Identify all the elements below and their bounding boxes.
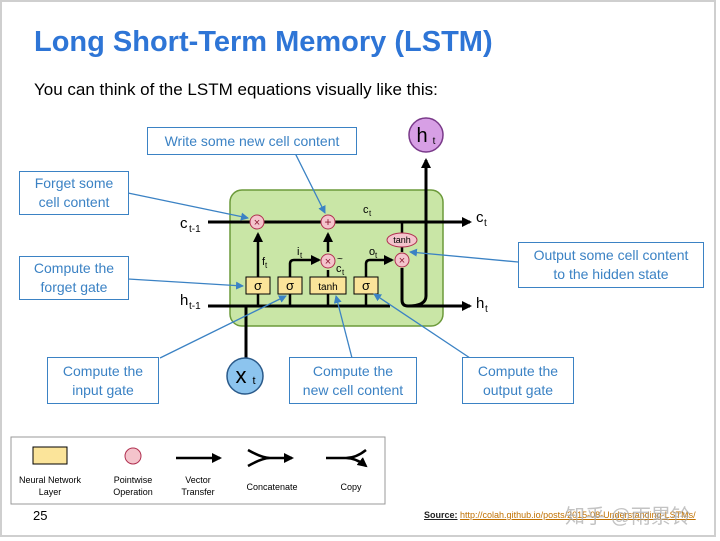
pointer-output-gate: [373, 293, 471, 359]
c-out-sub: t: [484, 218, 487, 229]
legend-copy-label: Copy: [340, 482, 362, 492]
callout-forget-cell: Forget some cell content: [19, 171, 129, 215]
h-prev-label: h: [180, 292, 188, 309]
forget-gate-sigma: σ: [254, 278, 262, 293]
callout-forget-gate: Compute the forget gate: [19, 256, 129, 300]
callout-forget-gate-line2: forget gate: [40, 279, 108, 295]
input-multiply-symbol: ×: [325, 256, 331, 268]
callout-forget-gate-line1: Compute the: [33, 260, 115, 276]
input-gate-sigma: σ: [286, 278, 294, 293]
callout-output-gate-line1: Compute the: [477, 362, 559, 379]
legend-vector-line2: Transfer: [181, 487, 214, 497]
legend-nn-layer-swatch: [32, 446, 68, 465]
legend-box: [10, 436, 386, 505]
h-top-label: h: [416, 125, 427, 147]
o-label: o: [369, 246, 375, 258]
pointer-new-cell: [333, 295, 353, 359]
page-number: 25: [33, 508, 48, 523]
candidate-layer: [309, 276, 347, 295]
source-citation: Source: http://colah.github.io/posts/201…: [424, 510, 696, 520]
forget-multiply-symbol: ×: [254, 217, 260, 229]
output-gate-layer: [353, 276, 379, 295]
callout-write-new-cell-text: Write some new cell content: [164, 132, 340, 149]
input-arrow: [288, 255, 321, 277]
x-input-label: x: [236, 363, 247, 388]
callout-forget-cell-line2: cell content: [38, 194, 110, 210]
pointer-input-gate: [159, 295, 287, 359]
slide-title: Long Short-Term Memory (LSTM): [34, 26, 493, 58]
legend-nn-layer-line1: Neural Network: [19, 475, 82, 485]
callout-forget-cell-line1: Forget some: [34, 175, 114, 191]
output-tanh-label: tanh: [393, 235, 411, 245]
source-link[interactable]: http://colah.github.io/posts/2015-08-Und…: [460, 510, 696, 520]
output-multiply-symbol: ×: [399, 255, 405, 267]
input-gate-layer: [277, 276, 303, 295]
output-multiply-op: [394, 252, 410, 268]
h-out-path: [400, 268, 472, 311]
callout-output-hidden-line1: Output some cell content: [533, 247, 689, 263]
add-symbol: +: [324, 215, 331, 229]
pointer-forget-gate: [127, 278, 244, 290]
callout-input-gate-line2: input gate: [72, 381, 134, 398]
i-label: i: [297, 246, 299, 258]
legend-nn-layer-line2: Layer: [39, 487, 62, 497]
h-prev-sub: t-1: [189, 301, 201, 312]
legend-pointwise-icon: [124, 447, 142, 465]
legend-pointwise-line2: Operation: [113, 487, 153, 497]
h-out-label: h: [476, 295, 484, 312]
x-input-node: [226, 357, 264, 395]
forget-gate-layer: [245, 276, 271, 295]
output-gate-sigma: σ: [362, 278, 370, 293]
add-op: [320, 214, 336, 230]
candidate-tanh: tanh: [318, 282, 337, 293]
callout-output-hidden: Output some cell content to the hidden s…: [518, 242, 704, 288]
pointer-forget: [127, 192, 249, 221]
legend-copy-icon: [326, 449, 366, 466]
forget-multiply-op: [249, 214, 265, 230]
ctilde-label: c: [336, 263, 342, 275]
legend-vector-line1: Vector: [185, 475, 211, 485]
c-prev-sub: t-1: [189, 224, 201, 235]
x-input-sub: t: [252, 375, 255, 387]
h-top-path: [407, 158, 431, 308]
slide-subtitle: You can think of the LSTM equations visu…: [34, 80, 438, 99]
h-top-node: [408, 117, 444, 153]
source-label: Source:: [424, 510, 458, 520]
output-tanh-op: [386, 232, 418, 248]
f-label: f: [262, 256, 266, 268]
c-mid-sub: t: [369, 209, 372, 218]
callout-write-new-cell: Write some new cell content: [147, 127, 357, 155]
ctilde-sub: t: [342, 268, 345, 277]
callout-new-cell: Compute the new cell content: [289, 357, 417, 404]
legend-concat-icon: [247, 450, 292, 466]
watermark: 知乎 @雨累铃: [565, 506, 691, 528]
i-sub: t: [300, 251, 303, 260]
callout-input-gate: Compute the input gate: [47, 357, 159, 404]
callout-new-cell-line1: Compute the: [312, 362, 394, 379]
o-sub: t: [375, 251, 378, 260]
pointer-write-new: [294, 152, 326, 214]
legend-pointwise-line1: Pointwise: [114, 475, 153, 485]
pointer-output-hidden: [409, 248, 519, 263]
callout-output-gate: Compute the output gate: [462, 357, 574, 404]
callout-output-gate-line2: output gate: [482, 381, 554, 398]
c-out-label: c: [476, 209, 484, 226]
h-out-sub: t: [485, 304, 488, 315]
callout-output-hidden-line2: to the hidden state: [553, 266, 669, 282]
callout-input-gate-line1: Compute the: [62, 362, 144, 379]
ctilde-tilde: ~: [337, 254, 343, 265]
f-sub: t: [265, 261, 268, 270]
output-arrow: [364, 255, 394, 277]
c-mid-label: c: [363, 204, 369, 216]
h-top-sub: t: [433, 136, 436, 147]
input-multiply-op: [320, 253, 336, 269]
legend-concat-label: Concatenate: [246, 482, 297, 492]
callout-new-cell-line2: new cell content: [302, 381, 404, 398]
c-prev-label: c: [180, 215, 188, 232]
